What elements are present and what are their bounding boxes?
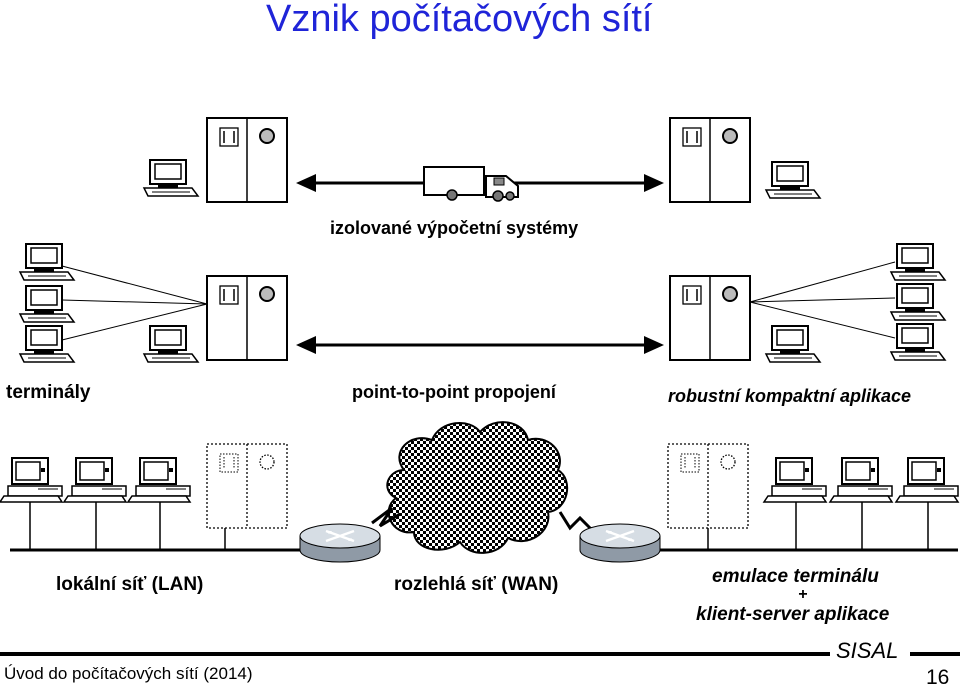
terminal-icon [19,243,75,281]
terminal-links-left [61,265,208,341]
label-robust-apps: robustní kompaktní aplikace [668,386,912,406]
workstation-icon [0,457,63,503]
terminal-links-right [749,261,896,339]
terminal-icon [765,161,821,199]
terminal-icon [19,325,75,363]
workstation-icon [895,457,959,503]
workstation-icon [63,457,127,503]
workstation-icon [127,457,191,503]
terminal-icon [890,283,946,321]
label-point-to-point: point-to-point propojení [352,382,556,402]
router-icon [578,522,662,564]
page-number: 16 [926,666,950,689]
workstation-icon [763,457,827,503]
truck-icon [423,166,519,202]
terminal-icon [890,323,946,361]
terminal-icon [19,285,75,323]
workstation-icon [829,457,893,503]
footer-course: Úvod do počítačových sítí (2014) [4,664,253,683]
lan-drops-left [29,500,226,550]
router-icon [298,522,382,564]
slide-title: Vznik počítačových sítí [266,0,653,40]
label-wan: rozlehlá síť (WAN) [394,574,559,595]
label-isolated-systems: izolované výpočetní systémy [330,218,579,238]
label-lan: lokální síť (LAN) [56,574,204,595]
label-client-server: klient-server aplikace [696,604,890,625]
label-terminal-emulation: emulace terminálu [712,566,879,587]
terminal-icon [890,243,946,281]
mainframe-icon [206,443,288,529]
terminal-icon [765,325,821,363]
mainframe-icon [206,117,288,203]
mainframe-icon [206,275,288,361]
mainframe-icon [669,117,751,203]
double-arrow-icon [296,336,664,354]
cloud-icon [386,421,568,554]
terminal-icon [143,325,199,363]
mainframe-icon [669,275,751,361]
lan-drops-right [707,500,929,550]
terminal-icon [143,159,199,197]
lightning-link-icon [371,506,594,532]
mainframe-icon [667,443,749,529]
label-plus: + [798,586,808,603]
footer-brand: SISAL [836,638,899,663]
label-terminals: terminály [6,382,91,403]
